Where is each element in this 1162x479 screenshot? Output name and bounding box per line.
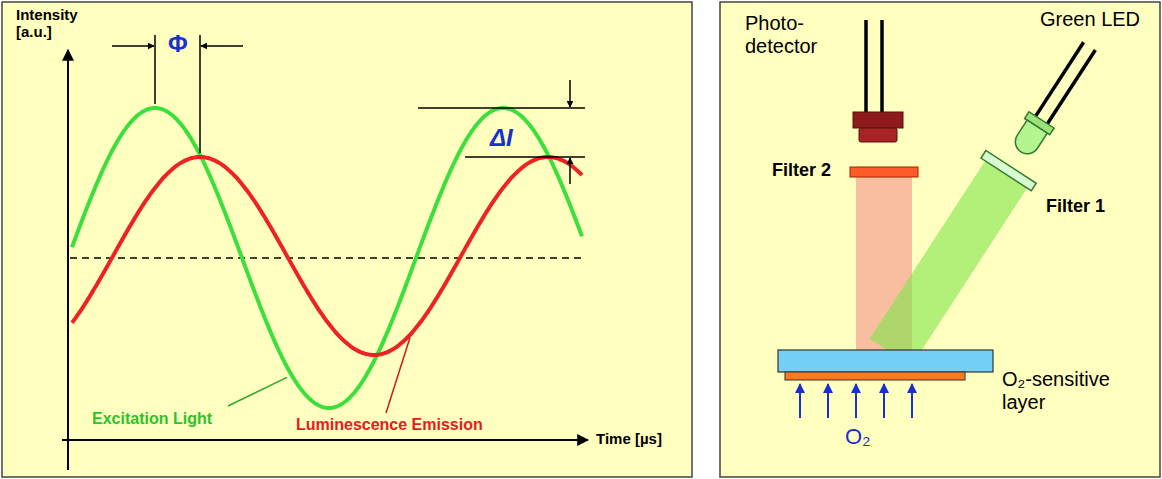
- filter-2: [850, 167, 918, 177]
- amplitude-arrow: [569, 80, 571, 107]
- amplitude-marker: [465, 156, 585, 158]
- excitation-beam: [870, 161, 1027, 366]
- curve-label: Luminescence Emission: [296, 416, 483, 434]
- phase-marker: [154, 35, 156, 104]
- oxygen-arrow: [883, 384, 885, 418]
- mean-line: [70, 257, 582, 259]
- emission-curve: [72, 157, 582, 355]
- x-axis: [62, 439, 588, 441]
- led-lead: [1047, 50, 1095, 124]
- leader-line: [228, 377, 287, 406]
- phase-arrow: [201, 45, 243, 47]
- detector-window: [859, 128, 897, 142]
- amplitude-marker: [418, 107, 585, 109]
- component-label: Photo- detector: [745, 12, 837, 58]
- phase-marker: [199, 35, 201, 153]
- oxygen-arrow: [911, 384, 913, 418]
- curve-label: Excitation Light: [92, 410, 212, 428]
- detector-lead: [864, 20, 868, 112]
- curve-group: [72, 108, 582, 408]
- filter-label: Filter 2: [772, 160, 831, 181]
- leader-line: [386, 338, 410, 413]
- excitation-curve: [72, 108, 582, 408]
- gas-label: O₂: [845, 424, 871, 449]
- oxygen-arrow: [827, 384, 829, 418]
- component-label: Green LED: [1040, 8, 1140, 31]
- axis-label: Time [µs]: [596, 430, 662, 447]
- led-assembly: [866, 30, 1115, 369]
- axis-label: Intensity [a.u.]: [16, 6, 96, 41]
- oxygen-arrow: [855, 384, 857, 418]
- oxygen-arrows: [800, 384, 912, 418]
- oxygen-arrow: [799, 384, 801, 418]
- phase-arrow: [112, 45, 154, 47]
- filter-1: [981, 151, 1036, 191]
- detector-lead: [880, 20, 884, 112]
- detector-body: [853, 112, 903, 128]
- leader-group: [228, 338, 410, 413]
- filter-label: Filter 1: [1046, 196, 1105, 217]
- substrate: [778, 350, 993, 372]
- amplitude-arrow: [569, 158, 571, 184]
- phase-symbol: Φ: [168, 30, 188, 58]
- sensor-panel: [720, 2, 1160, 477]
- sensitive-layer: [785, 372, 965, 380]
- amplitude-symbol: ΔI: [490, 124, 513, 152]
- y-axis: [67, 50, 69, 470]
- layer-label: O₂-sensitive layer: [1002, 368, 1137, 414]
- led-dome: [1011, 120, 1047, 158]
- chart-panel: [2, 2, 692, 477]
